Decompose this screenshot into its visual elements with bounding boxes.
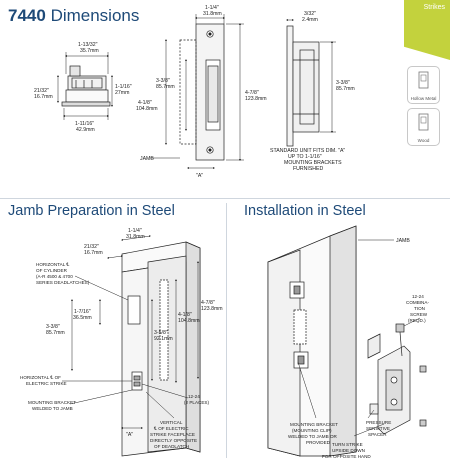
prep-dim-a: 1-7/16" <box>74 309 91 315</box>
twelve24-2: (2 PLACES) <box>184 400 209 405</box>
horiz-strike-1: HORIZONTAL ℄ OF <box>20 375 61 380</box>
vertical-4: DIRECTLY OPPOSITE <box>150 438 197 443</box>
prep-dim-d: 3-5/8" <box>154 330 168 336</box>
horiz-strike-2: ELECTRIC STRIKE <box>26 381 67 386</box>
vertical-3: STRIKE FACEPLACE <box>150 432 195 437</box>
dim-total-height: 4-7/8" <box>245 90 259 96</box>
dim-bottom-width-mm: 42.9mm <box>76 127 95 133</box>
dim-face-width: 1-1/4" <box>205 5 219 11</box>
prep-top-width: 1-1/4" <box>128 228 142 234</box>
installation-drawing <box>267 225 427 457</box>
note-line-1: STANDARD UNIT FITS DIM. "A" <box>270 148 345 154</box>
strike-profile-view <box>286 25 320 147</box>
vertical-2: ℄ OF ELECTRIC <box>153 426 189 431</box>
dim-bottom-width: 1-11/16" <box>75 121 94 127</box>
model-number: 7440 <box>8 6 46 25</box>
horiz-cyl-3: (A-R 4500 & 4700 <box>36 274 73 279</box>
hollow-metal-icon <box>418 71 429 89</box>
horiz-cyl-2: OF CYLINDER <box>36 268 68 273</box>
dim-small-height: 1-1/16" <box>115 84 132 90</box>
dim-side-profile: 3-3/8" <box>336 80 350 86</box>
note-line-4: FURNISHED <box>293 166 324 172</box>
column-divider <box>226 203 227 458</box>
dim-lip: 3/32" <box>304 11 316 17</box>
combo-3: TION <box>414 306 425 311</box>
dim-side-height: 21/32" <box>34 88 49 94</box>
dim-body-height-mm: 104.8mm <box>136 106 158 112</box>
dim-lip-mm: 2.4mm <box>302 17 318 23</box>
combo-2: COMBINA- <box>406 300 429 305</box>
vertical-5: OF DEADLATCH <box>154 444 189 449</box>
note-line-2: UP TO 1-1/16" <box>288 154 322 160</box>
dim-side-height-mm: 16.7mm <box>34 94 53 100</box>
dim-total-height-mm: 123.8mm <box>245 96 267 102</box>
dim-inner-height-mm: 85.7mm <box>156 84 175 90</box>
dim-face-width-mm: 31.8mm <box>203 11 222 17</box>
twelve24-1: 12-24 <box>188 394 200 399</box>
bracket-1: MOUNTING BRACKET <box>28 400 76 405</box>
page-title: 7440 Dimensions <box>8 6 139 26</box>
prep-dim-b: 3-3/8" <box>46 324 60 330</box>
pressure-2: SENSITIVE <box>366 426 390 431</box>
dim-body-height: 4-1/8" <box>138 100 152 106</box>
vertical-1: VERTICAL <box>160 420 183 425</box>
prep-dim-c-mm: 104.8mm <box>178 318 200 324</box>
category-tab-label: Strikes <box>423 4 445 11</box>
turn-3: FOR OPPOSITE HAND <box>322 454 371 459</box>
prep-dim-c: 4-1/8" <box>178 312 192 318</box>
prep-top-width-mm: 31.8mm <box>126 234 145 240</box>
title-text: Dimensions <box>50 6 140 25</box>
horiz-cyl-4: SERIES DEADLATCHES) <box>36 280 90 285</box>
prep-dim-a-mm: 36.5mm <box>73 315 92 321</box>
dim-inner-height: 3-3/8" <box>156 78 170 84</box>
dim-side-profile-mm: 85.7mm <box>336 86 355 92</box>
install-jamb-label: JAMB <box>396 238 410 244</box>
combo-1: 12-24 <box>412 294 424 299</box>
install-bracket-3: WELDED TO JAMB OR <box>288 434 338 439</box>
jamb-prep-title: Jamb Preparation in Steel <box>8 203 175 219</box>
prep-side-width: 21/32" <box>84 244 99 250</box>
dim-small-height-mm: 27mm <box>115 90 129 96</box>
prep-dim-d-mm: 92.1mm <box>154 336 173 342</box>
hollow-metal-frame-badge: Hollow Metal <box>407 66 440 104</box>
prep-dim-e: 4-7/8" <box>201 300 215 306</box>
hollow-metal-label: Hollow Metal <box>410 96 437 101</box>
combo-5: (REQD.) <box>408 318 426 323</box>
pressure-3: SPACER <box>368 432 387 437</box>
install-bracket-1: MOUNTING BRACKET <box>290 422 338 427</box>
installation-title: Installation in Steel <box>244 203 366 219</box>
combo-4: SCREW <box>410 312 428 317</box>
section-divider <box>0 198 450 199</box>
horiz-cyl-1: HORIZONTAL ℄ <box>36 262 70 267</box>
prep-dim-a-label: "A" <box>126 432 133 438</box>
prep-dim-e-mm: 123.8mm <box>201 306 223 312</box>
turn-1: TURN STRIKE <box>332 442 363 447</box>
turn-2: UPSIDE DOWN <box>332 448 365 453</box>
install-bracket-4: PROVIDED <box>306 440 331 445</box>
wood-icon <box>418 113 429 131</box>
dim-width-top-mm: 35.7mm <box>80 48 99 54</box>
jamb-label-top: JAMB <box>140 156 154 162</box>
dim-width-top: 1-13/32" <box>78 42 98 48</box>
dim-a-top: "A" <box>196 173 203 179</box>
note-line-3: MOUNTING BRACKETS <box>284 160 342 166</box>
pressure-1: PRESSURE <box>366 420 391 425</box>
install-bracket-2: (MOUNTING CLIP) <box>292 428 332 433</box>
wood-label: Wood <box>417 138 430 143</box>
strike-front-view <box>179 23 225 161</box>
prep-side-width-mm: 16.7mm <box>84 250 103 256</box>
prep-dim-b-mm: 85.7mm <box>46 330 65 336</box>
wood-frame-badge: Wood <box>407 108 440 146</box>
strike-side-view <box>61 65 111 107</box>
bracket-2: WELDED TO JAMB <box>32 406 73 411</box>
